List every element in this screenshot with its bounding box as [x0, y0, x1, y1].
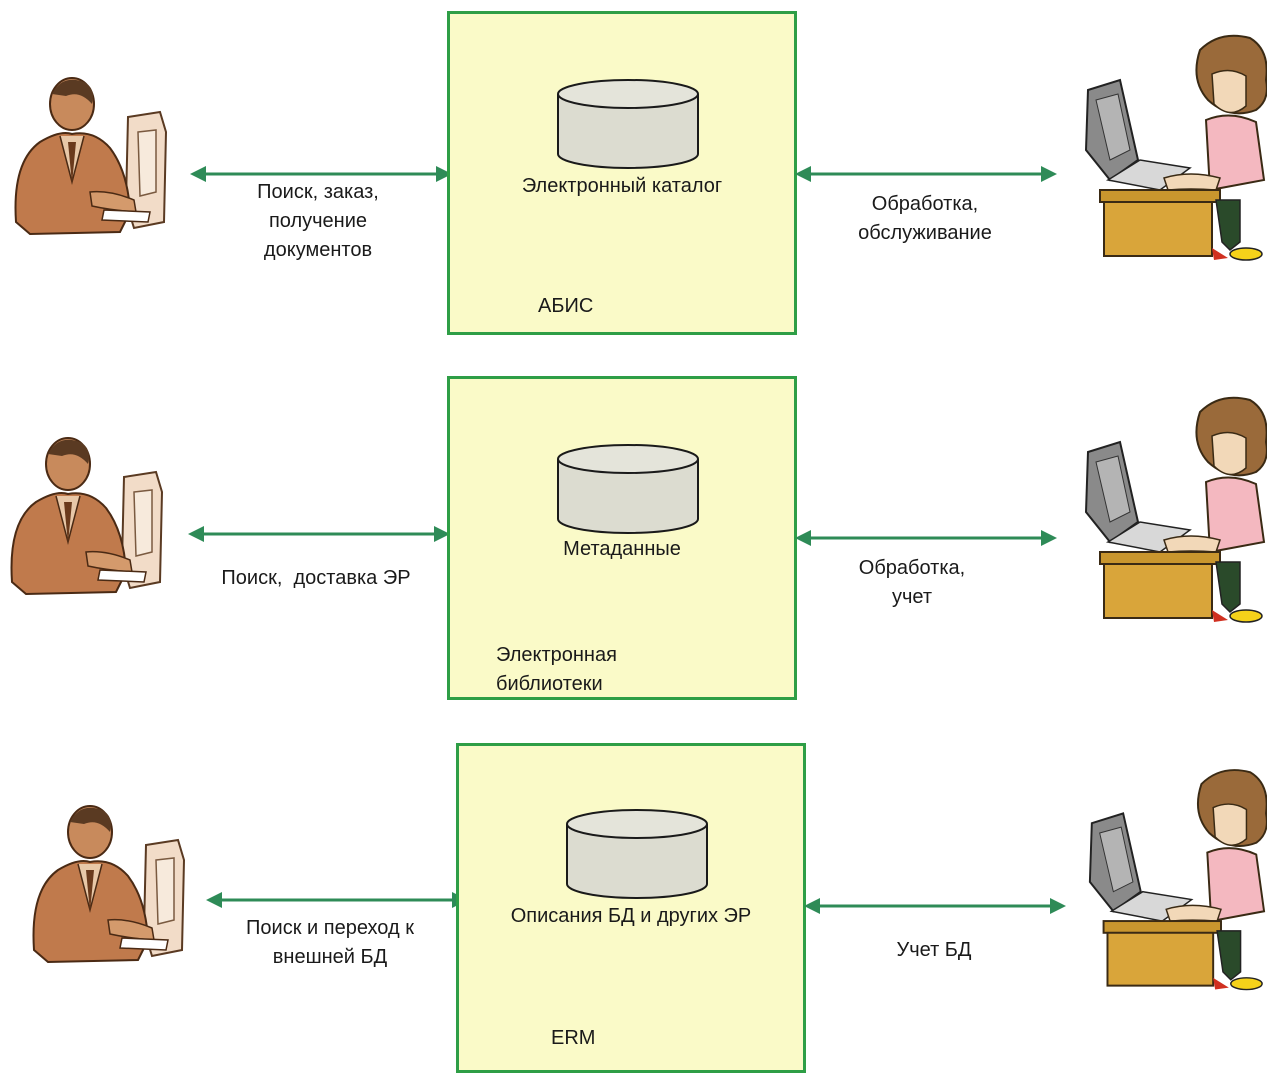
user-system-arrow — [188, 524, 450, 544]
staff-action-label: Обработка, обслуживание — [858, 193, 992, 244]
woman-typing-at-desk-icon — [1080, 392, 1267, 624]
database-cylinder-icon — [556, 78, 701, 170]
user-action-label: Поиск, заказ, получение документов — [257, 181, 379, 261]
woman-typing-at-desk-icon — [1084, 762, 1267, 994]
staff-action-label: Обработка, учет — [858, 557, 966, 608]
user-action-label: Поиск и переход к внешней БД — [246, 917, 414, 968]
system-name-label: АБИС — [538, 295, 594, 317]
system-name-label: Электронная библиотеки — [496, 644, 617, 695]
woman-typing-at-desk-icon — [1080, 30, 1267, 262]
user-system-arrow — [206, 890, 468, 910]
system-box-digital-library: Метаданные Электронная библиотеки — [447, 376, 797, 700]
system-box-erm: Описания БД и других ЭР ERM — [456, 743, 806, 1073]
user-system-arrow — [190, 164, 452, 184]
row-abis: Поиск, заказ, получение документов Элект… — [0, 0, 1267, 345]
database-label: Электронный каталог — [521, 175, 723, 197]
system-name-label: ERM — [551, 1027, 596, 1049]
system-staff-arrow — [804, 896, 1066, 916]
user-action-label: Поиск, доставка ЭР — [221, 567, 411, 589]
system-box-abis: Электронный каталог АБИС — [447, 11, 797, 335]
system-staff-arrow — [795, 528, 1057, 548]
database-cylinder-icon — [556, 443, 701, 535]
database-cylinder-icon — [565, 808, 710, 900]
database-label: Описания БД и других ЭР — [510, 905, 752, 927]
database-label: Метаданные — [563, 538, 681, 560]
man-at-computer-icon — [28, 800, 188, 970]
man-at-computer-icon — [10, 72, 170, 242]
man-at-computer-icon — [6, 432, 166, 602]
staff-action-label: Учет БД — [896, 939, 972, 961]
system-staff-arrow — [795, 164, 1057, 184]
